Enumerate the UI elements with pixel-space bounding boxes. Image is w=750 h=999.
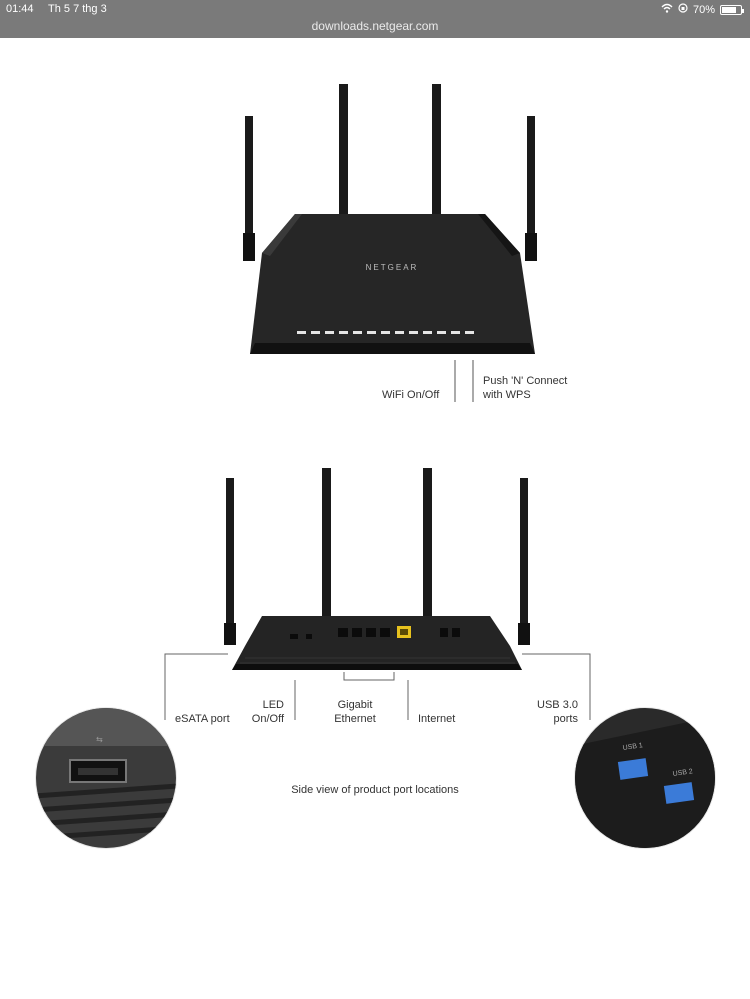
battery-percent: 70%	[692, 3, 715, 16]
address-bar-url[interactable]: downloads.netgear.com	[311, 19, 439, 33]
figure-caption: Side view of product port locations	[291, 784, 459, 796]
label-wps-line1: Push 'N' Connect	[483, 375, 568, 387]
usb2-label: USB 2	[672, 768, 693, 778]
label-led-onoff: LED On/Off	[244, 698, 284, 726]
label-usb-line1: USB 3.0	[537, 699, 578, 711]
orientation-lock-icon	[678, 3, 688, 16]
label-push-n-connect: Push 'N' Connect with WPS	[483, 374, 567, 402]
label-usb-line2: ports	[553, 713, 578, 725]
label-usb-ports: USB 3.0 ports	[530, 698, 578, 726]
status-time: 01:44	[6, 3, 34, 15]
label-led-line1: LED	[262, 699, 284, 711]
label-gigabit-line2: Ethernet	[334, 713, 376, 725]
usb-closeup-image: USB 1 USB 2	[574, 707, 716, 849]
label-wifi-onoff: WiFi On/Off	[382, 389, 440, 401]
label-gigabit-line1: Gigabit	[337, 699, 373, 711]
esata-closeup-image: ⇆	[35, 707, 177, 849]
label-led-line2: On/Off	[251, 713, 284, 725]
svg-text:⇆: ⇆	[96, 735, 103, 744]
router-brand-logo: NETGEAR	[366, 263, 419, 272]
battery-icon	[720, 4, 744, 15]
label-internet: Internet	[418, 713, 456, 725]
status-date: Th 5 7 thg 3	[48, 3, 107, 15]
label-esata-port: eSATA port	[175, 713, 230, 725]
status-indicators: 70%	[661, 3, 744, 16]
router-front-image: NETGEAR	[243, 84, 537, 402]
label-wps-line2: with WPS	[483, 389, 531, 401]
usb1-label: USB 1	[622, 742, 643, 752]
label-gigabit-ethernet: Gigabit Ethernet	[328, 698, 382, 726]
page-content: NETGEAR WiFi On/Off Push 'N' Connect wit…	[0, 38, 750, 999]
router-back-image	[164, 468, 591, 720]
wifi-icon	[661, 3, 673, 16]
browser-top-bar: 01:44 Th 5 7 thg 3 70% downloads.netgear…	[0, 0, 750, 38]
